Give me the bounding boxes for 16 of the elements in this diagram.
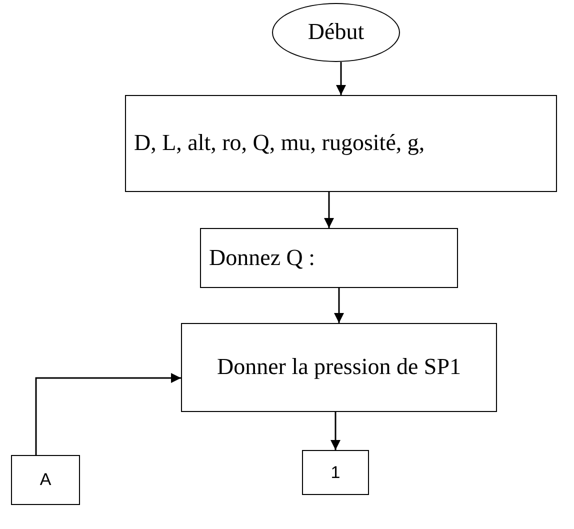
process-box bbox=[181, 323, 497, 412]
process-box bbox=[200, 228, 458, 288]
node-text: D, L, alt, ro, Q, mu, rugosité, g, bbox=[134, 129, 425, 158]
arrow bbox=[336, 62, 346, 95]
connector-box bbox=[11, 455, 80, 505]
node-text: Début bbox=[308, 18, 364, 46]
arrow bbox=[334, 288, 344, 323]
node-text: Donner la pression de SP1 bbox=[216, 353, 462, 382]
node-text: Donnez Q : bbox=[209, 244, 316, 272]
input-box bbox=[125, 95, 557, 192]
connector-box bbox=[302, 450, 369, 495]
arrow bbox=[324, 192, 334, 228]
arrow bbox=[330, 412, 340, 450]
node-text: A bbox=[40, 469, 52, 492]
node-text: 1 bbox=[330, 462, 340, 484]
arrow bbox=[35, 373, 181, 455]
